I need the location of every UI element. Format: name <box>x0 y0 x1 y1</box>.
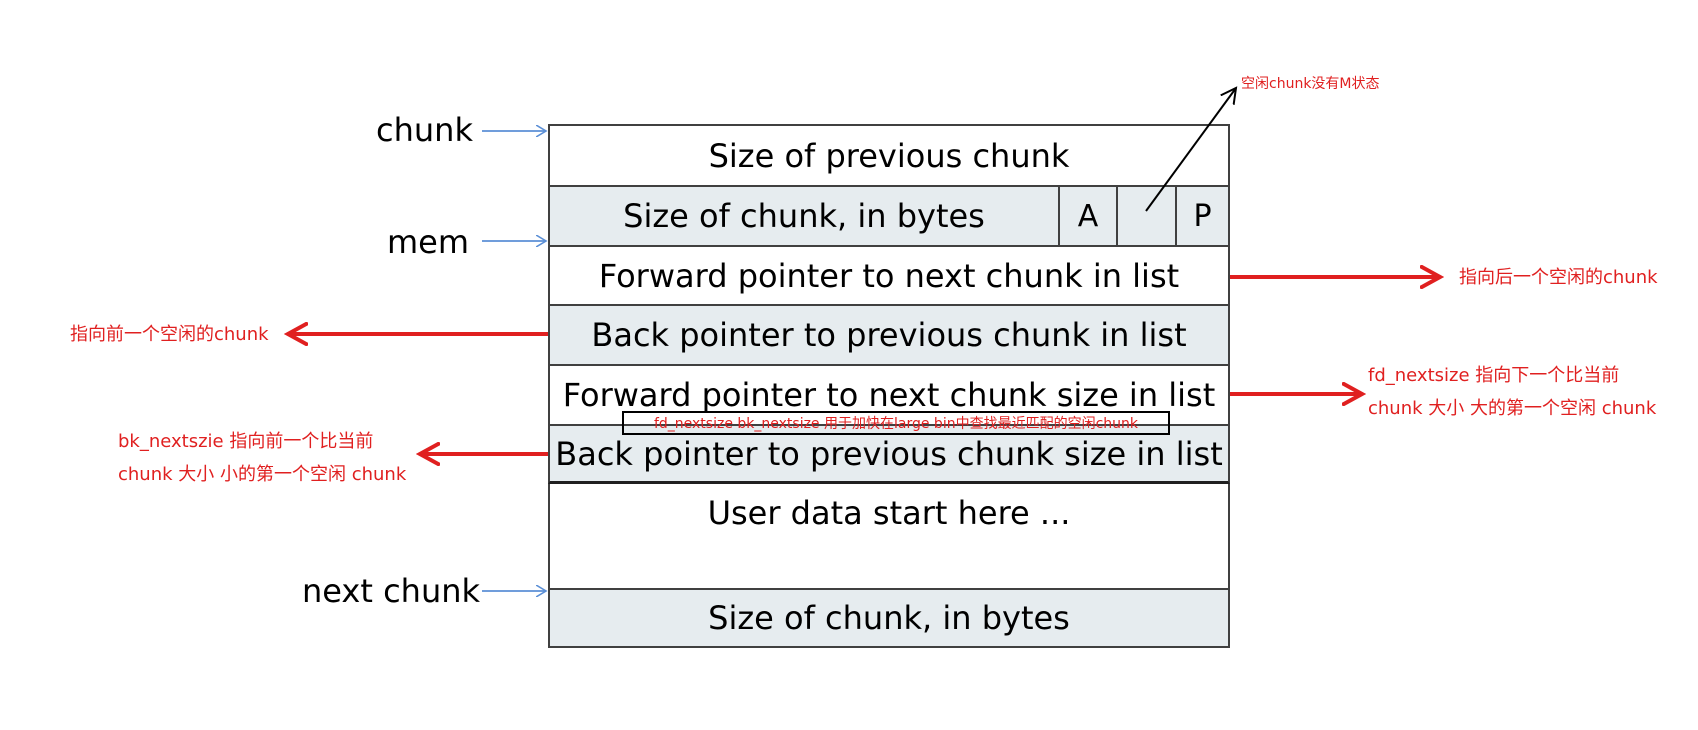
nextsize-overlay-note: fd_nextsize bk_nextsize 用于加快在large bin中查… <box>622 411 1170 435</box>
fd-nextsize-note-line2: chunk 大小 大的第一个空闲 chunk <box>1368 398 1657 419</box>
bk-nextsize-note-line1: bk_nextszie 指向前一个比当前 <box>118 431 374 452</box>
flag-p-cell: P <box>1175 187 1228 245</box>
no-m-state-arrow <box>1145 88 1236 212</box>
row-user-data: User data start here ... <box>548 484 1230 588</box>
row-fd-nextsize: Forward pointer to next chunk size in li… <box>548 364 1230 424</box>
row-fd-nextsize-label: Forward pointer to next chunk size in li… <box>562 376 1216 414</box>
bk-nextsize-note-line2: chunk 大小 小的第一个空闲 chunk <box>118 464 407 485</box>
chunk-pointer-label: chunk <box>376 111 473 149</box>
row-next-size-label: Size of chunk, in bytes <box>708 599 1070 637</box>
row-size-flags: Size of chunk, in bytes A P <box>548 185 1230 245</box>
flag-a-label: A <box>1077 198 1099 234</box>
row-prev-size: Size of previous chunk <box>548 124 1230 185</box>
nextsize-overlay-text: fd_nextsize bk_nextsize 用于加快在large bin中查… <box>653 416 1139 432</box>
flag-a-cell: A <box>1058 187 1116 245</box>
flag-m-cell <box>1116 187 1175 245</box>
row-bk: Back pointer to previous chunk in list <box>548 304 1230 364</box>
row-fd: Forward pointer to next chunk in list <box>548 245 1230 304</box>
row-next-size: Size of chunk, in bytes <box>548 588 1230 648</box>
next-chunk-pointer-label: next chunk <box>302 572 481 610</box>
row-bk-nextsize-label: Back pointer to previous chunk size in l… <box>555 435 1223 473</box>
no-m-state-note: 空闲chunk没有M状态 <box>1241 76 1380 92</box>
row-bk-label: Back pointer to previous chunk in list <box>591 316 1187 354</box>
flag-p-label: P <box>1193 198 1212 234</box>
fd-note: 指向后一个空闲的chunk <box>1459 267 1658 288</box>
row-user-data-label: User data start here ... <box>707 494 1071 532</box>
bk-note: 指向前一个空闲的chunk <box>70 324 269 345</box>
row-prev-size-label: Size of previous chunk <box>708 136 1070 175</box>
row-size-label: Size of chunk, in bytes <box>623 197 985 235</box>
mem-pointer-label: mem <box>387 223 470 261</box>
fd-nextsize-note-line1: fd_nextsize 指向下一个比当前 <box>1368 365 1620 386</box>
row-fd-label: Forward pointer to next chunk in list <box>598 256 1180 295</box>
